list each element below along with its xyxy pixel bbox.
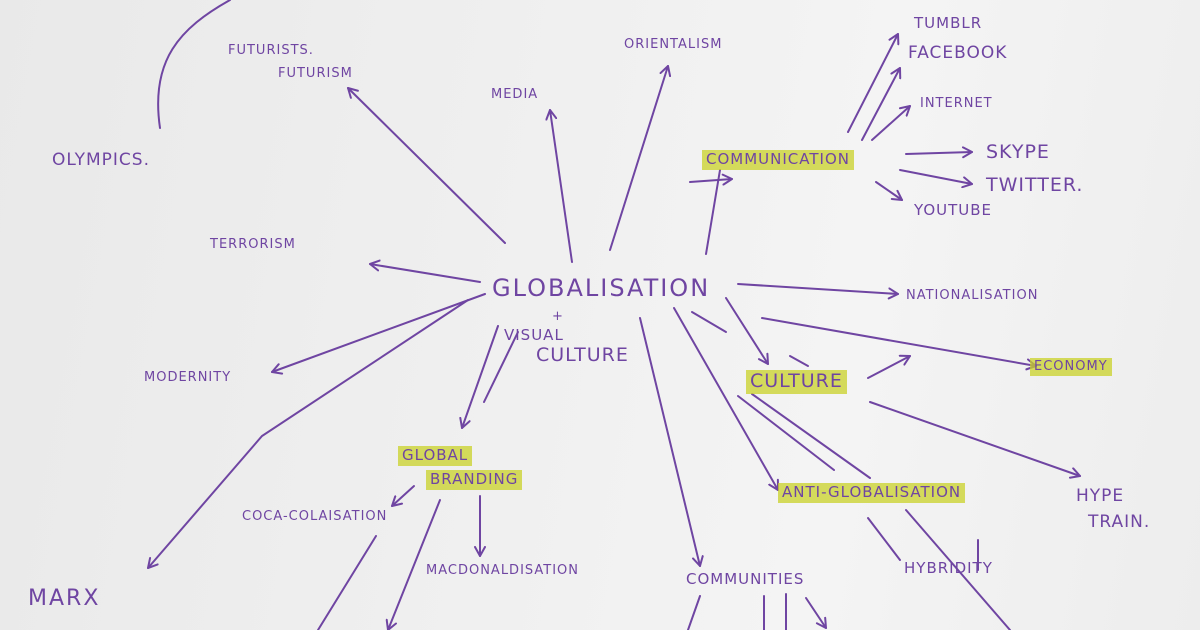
link-olympics-arc bbox=[157, 0, 231, 129]
link-orientalism bbox=[609, 65, 672, 251]
link-twitter bbox=[899, 169, 973, 189]
node-communities: COMMUNITIES bbox=[686, 570, 805, 588]
node-facebook: FACEBOOK bbox=[908, 43, 1008, 63]
link-nationalisation bbox=[737, 283, 899, 300]
link-facebook bbox=[861, 67, 902, 141]
central-culture: CULTURE bbox=[536, 344, 629, 366]
link-coca bbox=[391, 485, 415, 507]
link-culture-down bbox=[737, 395, 835, 471]
node-marx: MARX bbox=[28, 586, 101, 611]
node-olympics: OLYMPICS. bbox=[52, 150, 150, 170]
node-global: GLOBAL bbox=[398, 446, 473, 466]
link-communication bbox=[705, 169, 721, 255]
node-twitter: TWITTER. bbox=[986, 174, 1084, 196]
link-communities-left bbox=[687, 595, 701, 630]
node-internet: INTERNET bbox=[920, 96, 993, 111]
link-tumblr bbox=[847, 33, 900, 133]
link-culture-aux bbox=[691, 311, 727, 333]
node-media: MEDIA bbox=[491, 87, 539, 102]
node-modernity: MODERNITY bbox=[144, 370, 232, 385]
node-hybridity: HYBRIDITY bbox=[904, 559, 993, 577]
node-coca-colaisation: COCA-COLAISATION bbox=[242, 509, 388, 524]
link-marx bbox=[147, 299, 469, 569]
central-topic: GLOBALISATION bbox=[492, 274, 711, 302]
link-culture-hybridity bbox=[751, 393, 871, 479]
central-visual: VISUAL bbox=[504, 326, 564, 344]
node-orientalism: ORIENTALISM bbox=[624, 37, 723, 52]
node-futurism: FUTURISM bbox=[278, 66, 353, 81]
link-comm-main bbox=[689, 173, 733, 186]
link-anti-down bbox=[905, 509, 1011, 630]
link-economy bbox=[761, 317, 1037, 371]
node-macdonaldisation: MACDONALDISATION bbox=[426, 563, 580, 578]
link-culture-up bbox=[867, 354, 911, 379]
link-modernity bbox=[271, 293, 486, 375]
link-branding-down bbox=[385, 499, 441, 630]
node-nationalisation: NATIONALISATION bbox=[906, 288, 1039, 303]
link-futurism bbox=[347, 87, 506, 244]
node-tumblr: TUMBLR bbox=[914, 14, 983, 32]
node-culture: CULTURE bbox=[746, 370, 847, 394]
node-economy: ECONOMY bbox=[1030, 358, 1112, 376]
link-internet bbox=[871, 105, 911, 141]
link-communities-c bbox=[805, 597, 827, 629]
link-hype bbox=[869, 401, 1081, 479]
link-terrorism bbox=[369, 259, 481, 283]
link-media bbox=[545, 109, 573, 263]
link-skype bbox=[905, 146, 973, 159]
link-culture bbox=[725, 297, 769, 365]
link-youtube bbox=[875, 181, 903, 201]
node-anti-globalisation: ANTI-GLOBALISATION bbox=[778, 483, 966, 503]
link-culture-small bbox=[789, 355, 809, 367]
node-youtube: YOUTUBE bbox=[914, 201, 993, 219]
link-branding-aux bbox=[483, 331, 519, 403]
node-communication: COMMUNICATION bbox=[702, 150, 854, 170]
node-terrorism: TERRORISM bbox=[210, 237, 296, 252]
node-skype: SKYPE bbox=[986, 141, 1050, 163]
node-futurists: FUTURISTS. bbox=[228, 43, 314, 58]
link-communities bbox=[639, 317, 704, 567]
link-hybridity bbox=[867, 517, 901, 561]
link-coca-down bbox=[317, 535, 377, 630]
node-branding: BRANDING bbox=[426, 470, 523, 490]
link-global-branding bbox=[459, 325, 499, 429]
node-train: TRAIN. bbox=[1088, 512, 1151, 532]
central-plus: + bbox=[552, 309, 564, 324]
node-hype: HYPE bbox=[1076, 486, 1125, 506]
link-anti-globalisation bbox=[673, 307, 779, 491]
